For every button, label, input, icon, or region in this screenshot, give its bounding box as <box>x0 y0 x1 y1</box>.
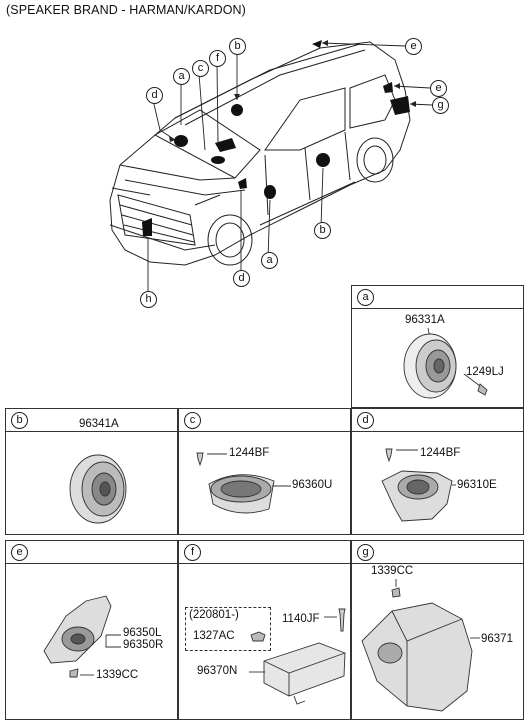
panel-b-letter: b <box>11 412 28 429</box>
panel-c: c 1244BF 96360U <box>178 408 351 535</box>
variant-date: (220801-) <box>189 609 239 621</box>
callout-d: d <box>146 87 163 104</box>
panel-f-letter: f <box>184 544 201 561</box>
callout-g: g <box>432 97 449 114</box>
part-1249LJ: 1249LJ <box>466 366 504 378</box>
variant-box <box>185 607 271 651</box>
part-96341A: 96341A <box>79 418 119 430</box>
panel-e: e 96350L 96350R 1339CC <box>5 540 178 720</box>
callout-d-lower: d <box>233 270 250 287</box>
callout-b-lower: b <box>314 222 331 239</box>
panel-g-letter: g <box>357 544 374 561</box>
callout-c: c <box>192 60 209 77</box>
part-96371: 96371 <box>481 633 513 645</box>
part-1327AC: 1327AC <box>193 630 235 642</box>
panel-e-letter: e <box>11 544 28 561</box>
panel-c-letter: c <box>184 412 201 429</box>
panel-d: d 1244BF 96310E <box>351 408 524 535</box>
callout-e-top: e <box>405 38 422 55</box>
part-96350R: 96350R <box>123 639 164 651</box>
callout-a-lower: a <box>261 252 278 269</box>
panel-f: f (220801-) 1327AC 1140JF 96370N <box>178 540 351 720</box>
part-96360U: 96360U <box>292 479 333 491</box>
callout-f: f <box>209 50 226 67</box>
part-96331A: 96331A <box>405 314 445 326</box>
panel-g: g 1339CC 96371 <box>351 540 524 720</box>
part-96310E: 96310E <box>457 479 497 491</box>
callout-h: h <box>140 291 157 308</box>
panel-a-letter: a <box>357 289 374 306</box>
vehicle-illustration <box>109 40 433 292</box>
callout-b: b <box>229 38 246 55</box>
part-1339CC-e: 1339CC <box>96 669 139 681</box>
part-96350L: 96350L <box>123 627 162 639</box>
part-1339CC-g: 1339CC <box>371 565 414 577</box>
panel-d-letter: d <box>357 412 374 429</box>
part-1140JF: 1140JF <box>282 613 320 625</box>
part-96370N: 96370N <box>197 665 238 677</box>
diagram-title: (SPEAKER BRAND - HARMAN/KARDON) <box>6 3 246 17</box>
panel-a: a 96331A 1249LJ <box>351 285 524 408</box>
callout-a: a <box>173 68 190 85</box>
part-1244BF-d: 1244BF <box>420 447 461 459</box>
callout-e-right: e <box>430 80 447 97</box>
panel-b: b 96341A <box>5 408 178 535</box>
part-1244BF-c: 1244BF <box>229 447 270 459</box>
